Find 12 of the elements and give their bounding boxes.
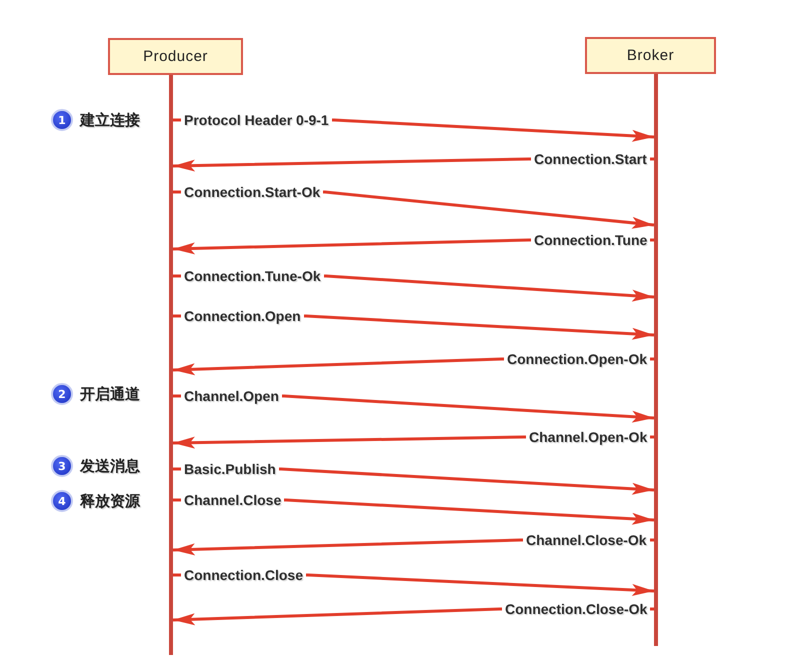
step-number: 4: [51, 490, 73, 512]
step-number: 3: [51, 455, 73, 477]
participant-box: Producer: [108, 38, 243, 75]
step-label: 建立连接: [80, 110, 140, 130]
lifeline: [169, 75, 173, 655]
step-label: 发送消息: [80, 456, 140, 476]
step-label: 释放资源: [80, 491, 140, 511]
step-number: 2: [51, 383, 73, 405]
step-number: 1: [51, 109, 73, 131]
participant-box: Broker: [585, 37, 716, 74]
step-label: 开启通道: [80, 384, 140, 404]
lifeline: [654, 74, 658, 646]
